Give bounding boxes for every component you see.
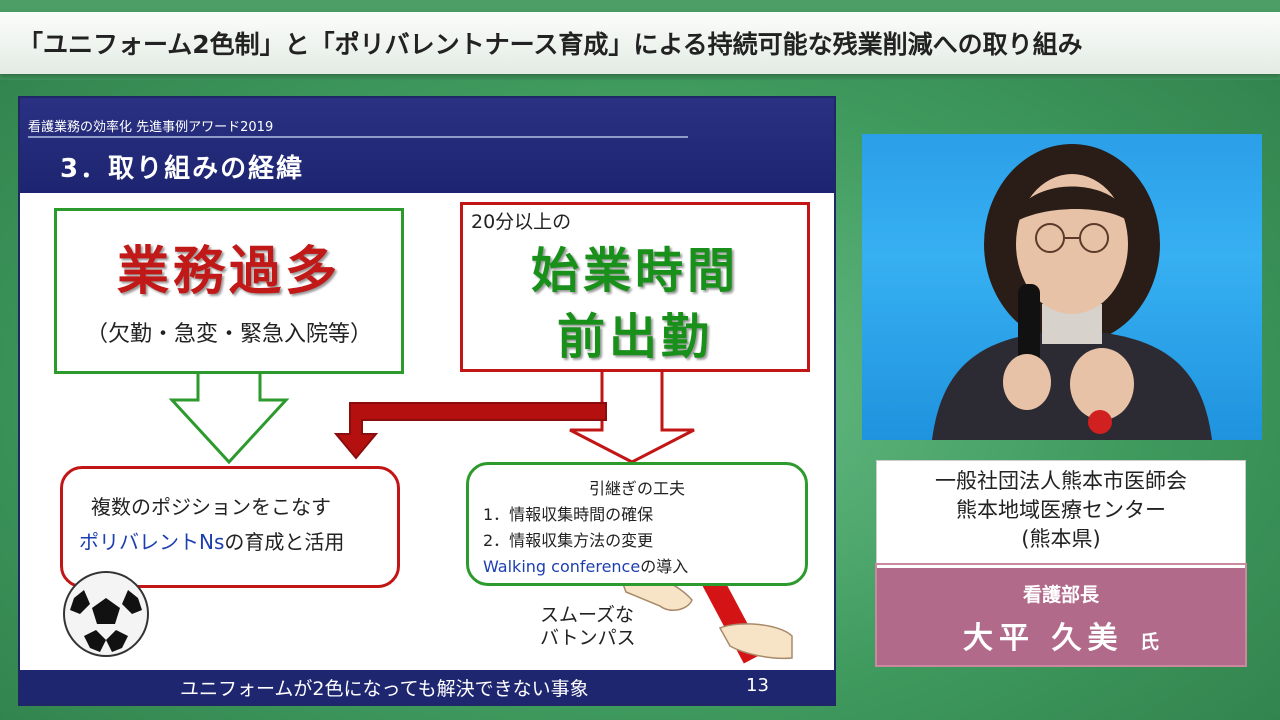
award-label: 看護業務の効率化 先進事例アワード2019 [28, 120, 274, 135]
broadcast-title: 「ユニフォーム2色制」と「ポリバレントナース育成」による持続可能な残業削減への取… [0, 12, 1280, 74]
speaker-role: 看護部長 [1022, 584, 1099, 606]
header-divider [28, 136, 688, 138]
handover-item-2: 2．情報収集方法の変更 [483, 531, 654, 550]
red-down-arrow [569, 366, 695, 464]
broadcast-title-text: 「ユニフォーム2色制」と「ポリバレントナース育成」による持続可能な残業削減への取… [18, 30, 1083, 59]
speaker-honorific: 氏 [1139, 631, 1159, 653]
speaker-organization: 一般社団法人熊本市医師会 熊本地域医療センター (熊本県) [877, 467, 1245, 554]
org-line-3: (熊本県) [1021, 527, 1101, 551]
baton-text-line1: スムーズな [540, 604, 635, 626]
polyvalent-box: 複数のポジションをこなす ポリバレントNsの育成と活用 [60, 466, 400, 588]
polyvalent-ns: ポリバレントNs [79, 530, 225, 554]
speaker-name-line: 大平 久美 氏 [877, 613, 1245, 657]
polyvalent-line2: ポリバレントNsの育成と活用 [79, 526, 397, 555]
walking-conference-rest: の導入 [640, 557, 689, 576]
early-arrival-minutes: 20分以上の [471, 211, 572, 233]
presentation-slide: 看護業務の効率化 先進事例アワード2019 3．取り組みの経緯 業務過多 （欠勤… [18, 96, 836, 706]
speaker-video [862, 134, 1262, 440]
early-arrival-line1: 始業時間 [530, 243, 739, 299]
workload-causes: （欠勤・急変・緊急入院等） [85, 322, 372, 347]
handover-box: 引継ぎの工夫 1．情報収集時間の確保 2．情報収集方法の変更 Walking c… [466, 462, 808, 586]
early-arrival-line2: 前出勤 [556, 309, 713, 365]
baton-text-line2: バトンパス [540, 627, 636, 649]
workload-heading: 業務過多 [116, 242, 341, 302]
speaker-info-panel: 一般社団法人熊本市医師会 熊本地域医療センター (熊本県) 看護部長 大平 久美… [875, 460, 1247, 667]
slide-heading: 3．取り組みの経緯 [60, 154, 305, 184]
handover-item-1: 1．情報収集時間の確保 [483, 505, 654, 524]
baton-text: スムーズな バトンパス [540, 604, 636, 650]
right-hand-icon [718, 623, 793, 660]
polyvalent-line1: 複数のポジションをこなす [91, 495, 331, 519]
walking-conference: Walking conference [483, 557, 641, 576]
handover-item-3: Walking conferenceの導入 [483, 553, 805, 577]
handover-title: 引継ぎの工夫 [588, 479, 685, 498]
slide-page-number: 13 [746, 675, 769, 696]
org-line-1: 一般社団法人熊本市医師会 [935, 469, 1187, 493]
footer-caption: ユニフォームが2色になっても解決できない事象 [180, 678, 589, 700]
speaker-figure [932, 144, 1212, 440]
slide-footer: ユニフォームが2色になっても解決できない事象 13 [20, 670, 834, 704]
workload-box: 業務過多 （欠勤・急変・緊急入院等） [54, 208, 404, 374]
green-down-arrow [168, 370, 290, 465]
polyvalent-rest: の育成と活用 [224, 530, 345, 554]
early-arrival-box: 20分以上の 始業時間 前出勤 [460, 202, 810, 372]
org-line-2: 熊本地域医療センター [956, 498, 1166, 522]
red-l-arrow [333, 402, 607, 460]
speaker-name: 大平 久美 [963, 621, 1124, 656]
slide-header: 看護業務の効率化 先進事例アワード2019 3．取り組みの経緯 [20, 98, 834, 193]
speaker-role-panel: 看護部長 大平 久美 氏 [875, 563, 1247, 667]
soccer-ball-icon [63, 571, 149, 657]
